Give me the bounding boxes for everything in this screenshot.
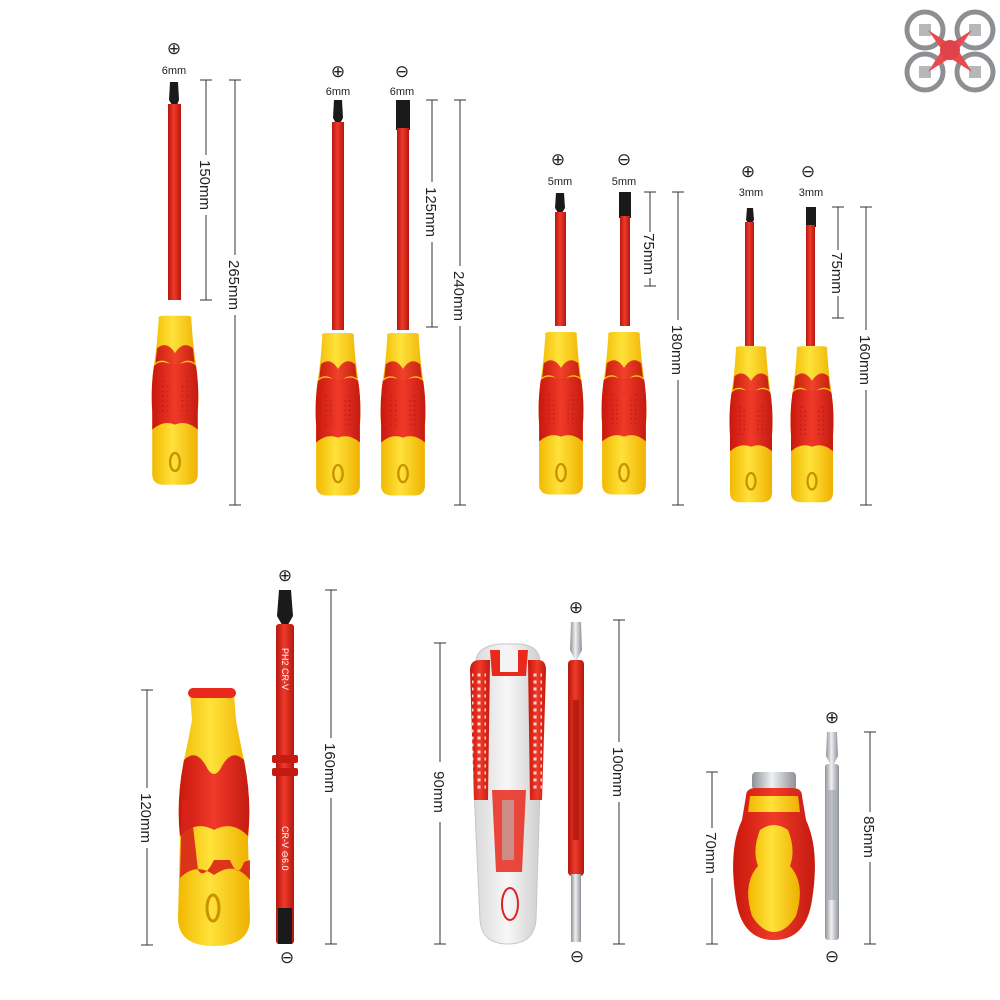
stubby-handle: 70mm: [702, 771, 815, 945]
slotted-icon: ⊖: [825, 947, 839, 966]
phillips-icon: ⊕: [825, 708, 839, 727]
shaft-length-label: 75mm: [640, 233, 657, 275]
tip-size-label: 3mm: [799, 187, 823, 199]
stubby-length-label: 70mm: [702, 832, 719, 874]
tip-size-label: 6mm: [390, 86, 414, 98]
total-length-label: 265mm: [225, 260, 242, 310]
slotted-icon: ⊖: [395, 62, 409, 81]
slotted-icon: ⊖: [801, 162, 815, 181]
screwdriver-phillips-6mm: ⊕ 6mm: [314, 62, 362, 497]
double-ended-bit-short: ⊕ ⊖ 100mm: [568, 598, 627, 966]
tip-size-label: 5mm: [612, 176, 636, 188]
screwdriver-phillips-3mm: ⊕ 3mm: [728, 162, 774, 504]
slotted-icon: ⊖: [570, 947, 584, 966]
double-ended-bit-long: ⊕ PH2 CR-V CR-V ⊖6.0 ⊖ 160mm: [272, 566, 339, 967]
tester-length-label: 90mm: [430, 771, 447, 813]
screwdriver-phillips-6mm-long: ⊕ 6mm 150mm 265mm: [150, 39, 243, 506]
total-length-label: 160mm: [856, 335, 873, 385]
phillips-icon: ⊕: [278, 566, 292, 585]
bit-length-label: 100mm: [609, 747, 626, 797]
phillips-icon: ⊕: [551, 150, 565, 169]
phillips-icon: ⊕: [741, 162, 755, 181]
screwdriver-slotted-6mm: ⊖ 6mm 125mm 240mm: [379, 62, 468, 506]
phillips-icon: ⊕: [569, 598, 583, 617]
phillips-icon: ⊕: [167, 39, 181, 58]
tip-size-label: 6mm: [162, 65, 186, 77]
screwdriver-slotted-5mm: ⊖ 5mm 75mm 180mm: [600, 150, 686, 506]
screwdriver-slotted-3mm: ⊖ 3mm 75mm 160mm: [789, 162, 874, 506]
shaft-length-label: 125mm: [422, 187, 439, 237]
tip-size-label: 3mm: [739, 187, 763, 199]
tip-size-label: 6mm: [326, 86, 350, 98]
bit-length-label: 160mm: [321, 743, 338, 793]
interchangeable-handle: 120mm: [137, 688, 250, 946]
slotted-icon: ⊖: [617, 150, 631, 169]
bit-engraving-bottom: CR-V ⊖6.0: [280, 826, 290, 871]
bit-length-label: 85mm: [860, 816, 877, 858]
total-length-label: 240mm: [450, 271, 467, 321]
shaft-length-label: 75mm: [828, 252, 845, 294]
phillips-icon: ⊕: [331, 62, 345, 81]
voltage-tester-handle: 90mm: [430, 642, 546, 945]
handle-length-label: 120mm: [137, 793, 154, 843]
double-ended-bit-silver: ⊕ ⊖ 85mm: [825, 708, 878, 966]
slotted-icon: ⊖: [280, 948, 294, 967]
bit-engraving-top: PH2 CR-V: [280, 648, 290, 690]
screwdriver-phillips-5mm: ⊕ 5mm: [537, 150, 585, 496]
shaft-length-label: 150mm: [196, 160, 213, 210]
total-length-label: 180mm: [668, 325, 685, 375]
tip-size-label: 5mm: [548, 176, 572, 188]
drone-logo-icon: [904, 9, 996, 93]
